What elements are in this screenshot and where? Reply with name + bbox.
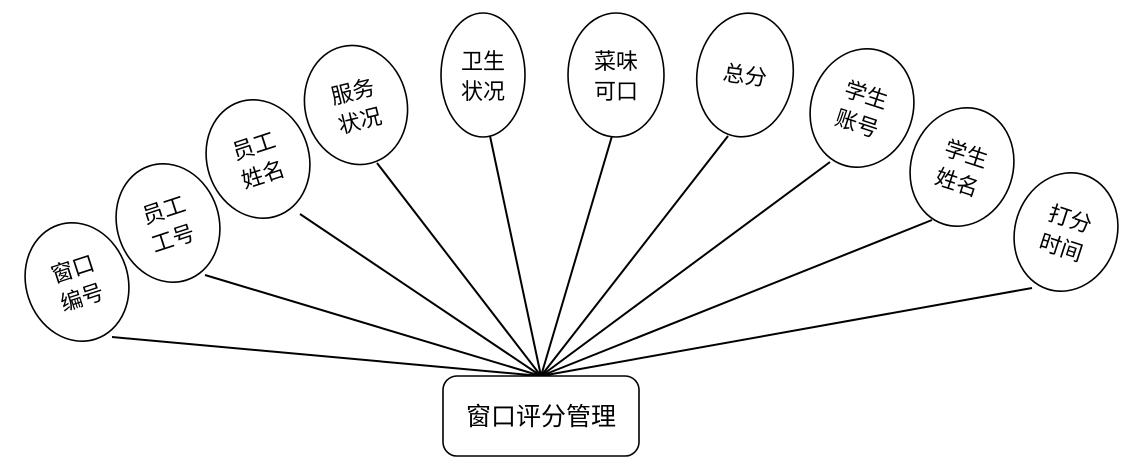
attribute-ellipse: [115, 163, 221, 283]
attribute-label-line1: 总分: [721, 61, 768, 92]
attribute-ellipse: [695, 12, 795, 138]
connector-line: [540, 287, 1033, 377]
attribute-label-line2: 可口: [594, 80, 638, 105]
entity-node: 窗口评分管理: [442, 375, 640, 457]
connectors: [111, 135, 1033, 377]
connector-line: [376, 162, 542, 377]
connector-line: [299, 213, 542, 377]
connector-line: [489, 135, 542, 377]
attribute-ellipse: [303, 44, 409, 166]
connector-line: [111, 336, 542, 377]
attribute-label-line1: 菜味: [594, 50, 638, 75]
attribute-ellipse: [24, 222, 130, 342]
entity-label: 窗口评分管理: [466, 402, 616, 431]
connector-line: [540, 135, 729, 377]
connector-line: [204, 274, 542, 377]
attribute-label-line1: 卫生: [461, 50, 505, 75]
attribute-ellipse: [205, 99, 311, 219]
attribute-ellipse: [440, 12, 526, 138]
entity-box: [442, 375, 640, 457]
connector-line: [540, 161, 831, 377]
connector-line: [540, 135, 613, 377]
attribute-node: 总分: [695, 12, 795, 138]
attribute-ellipse: [1013, 172, 1119, 292]
attribute-ellipse: [909, 107, 1015, 227]
attribute-label-line2: 状况: [461, 80, 505, 105]
attribute-ellipse: [567, 12, 665, 138]
attribute-ellipse: [809, 48, 915, 168]
connector-line: [540, 219, 933, 377]
